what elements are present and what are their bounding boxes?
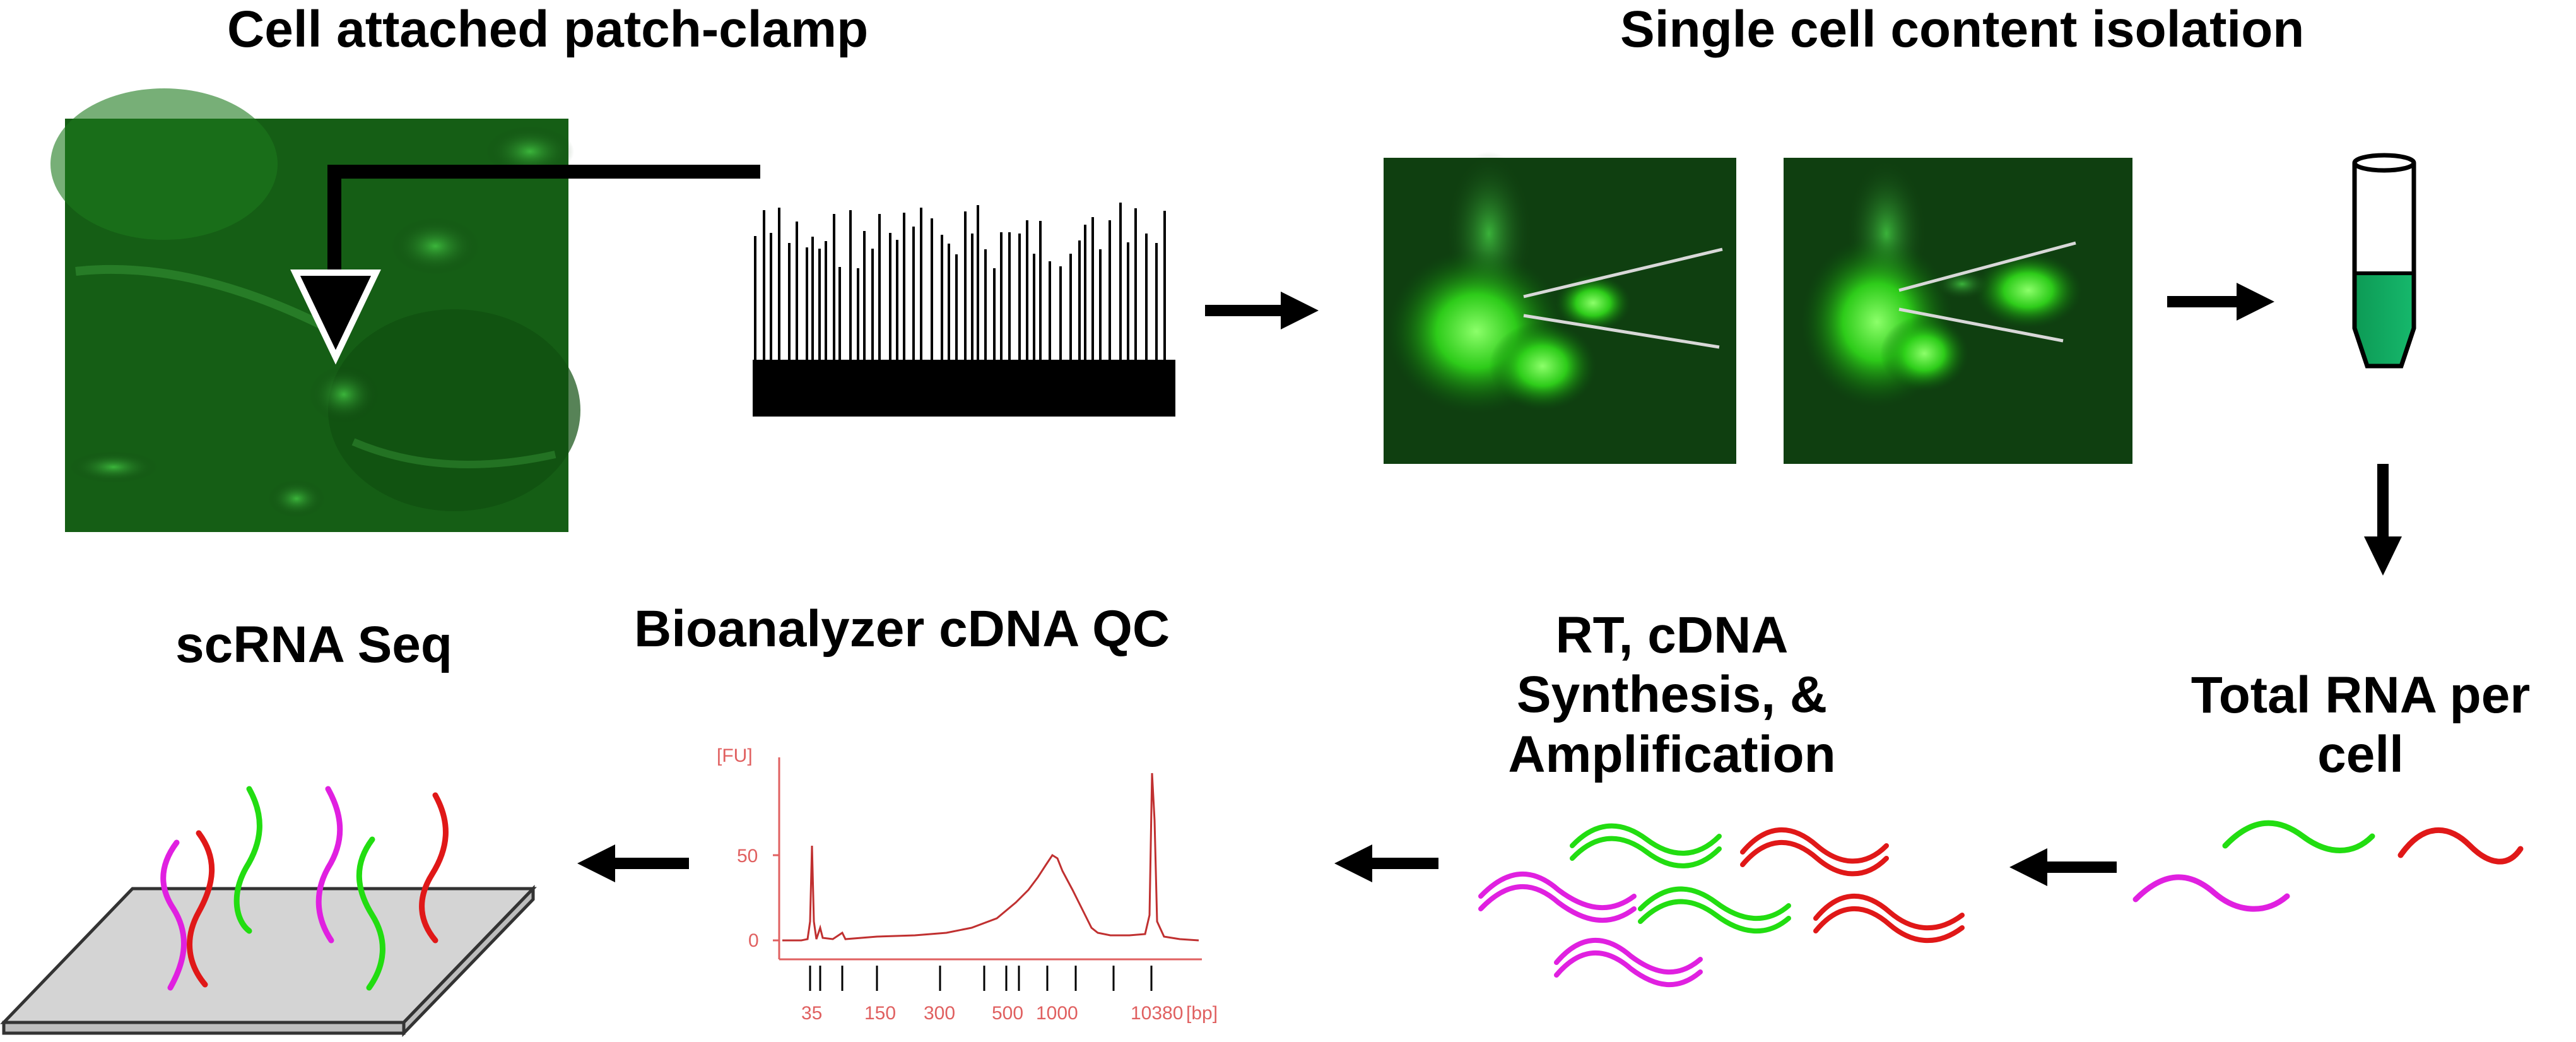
x-tick-300: 300 [924, 1003, 955, 1024]
x-tick-35: 35 [801, 1003, 822, 1024]
isolation-micrograph-after [1784, 158, 2132, 464]
seq-strand-green-1 [233, 786, 262, 934]
double-strand-green-1 [1570, 823, 1722, 868]
double-strand-magenta-1 [1478, 871, 1637, 923]
rt-cdna-line-1: RT, cDNA [1555, 607, 1789, 664]
sequencing-slide [0, 884, 537, 1038]
fu-unit-label: [FU] [717, 745, 753, 766]
arrow-down [2364, 464, 2402, 576]
arrow-left-3 [577, 844, 689, 882]
seq-strand-green-2 [356, 836, 385, 991]
sequencing-strands [160, 786, 449, 991]
rt-cdna-title: RT, cDNA Synthesis, & Amplification [1420, 606, 1924, 784]
bioanalyzer-title: Bioanalyzer cDNA QC [634, 600, 1170, 658]
total-rna-strands [2132, 820, 2524, 912]
x-tick-150: 150 [864, 1003, 896, 1024]
patch-clamp-title: Cell attached patch-clamp [227, 1, 869, 58]
arrow-left-2 [1334, 844, 1438, 882]
total-rna-line-2: cell [2317, 726, 2404, 784]
rt-cdna-line-2: Synthesis, & [1516, 666, 1828, 724]
y-tick-50: 50 [737, 846, 758, 867]
x-tick-1000: 1000 [1036, 1003, 1078, 1024]
isolation-micrograph-before [1384, 151, 1736, 464]
x-tick-10380: 10380 [1131, 1003, 1183, 1024]
collection-tube-icon [2352, 153, 2416, 369]
arrow-left-1 [2009, 848, 2117, 886]
seq-strand-magenta-2 [315, 786, 343, 944]
amplified-cdna-strands [1478, 823, 1965, 987]
rna-strand-red [2397, 827, 2524, 865]
double-strand-green-2 [1638, 886, 1791, 933]
total-rna-title: Total RNA per cell [2145, 666, 2576, 785]
bioanalyzer-electropherogram: [FU] 50 0 35 150 300 500 1000 10380 [bp] [717, 745, 1218, 1024]
scrna-seq-title: scRNA Seq [175, 616, 452, 673]
electropherogram-trace [782, 773, 1199, 942]
double-strand-red-2 [1813, 893, 1965, 943]
rna-strand-green [2222, 820, 2375, 853]
patch-pipette-pointer [290, 165, 760, 365]
seq-strand-red-2 [419, 792, 449, 944]
bp-unit-label: [bp] [1186, 1003, 1218, 1024]
arrow-right-2 [2167, 283, 2274, 321]
arrow-right-1 [1205, 292, 1319, 329]
total-rna-line-1: Total RNA per [2191, 666, 2531, 724]
isolation-title: Single cell content isolation [1620, 1, 2305, 58]
double-strand-red-1 [1740, 827, 1889, 877]
rt-cdna-line-3: Amplification [1508, 725, 1836, 783]
double-strand-magenta-2 [1554, 937, 1703, 987]
seq-strand-red-1 [187, 830, 215, 988]
x-tick-500: 500 [992, 1003, 1023, 1024]
seq-strand-magenta-1 [160, 839, 187, 991]
rna-strand-magenta [2132, 874, 2290, 912]
y-tick-0: 0 [748, 930, 759, 951]
spike-trace [753, 203, 1175, 417]
patch-clamp-micrograph [50, 88, 580, 532]
